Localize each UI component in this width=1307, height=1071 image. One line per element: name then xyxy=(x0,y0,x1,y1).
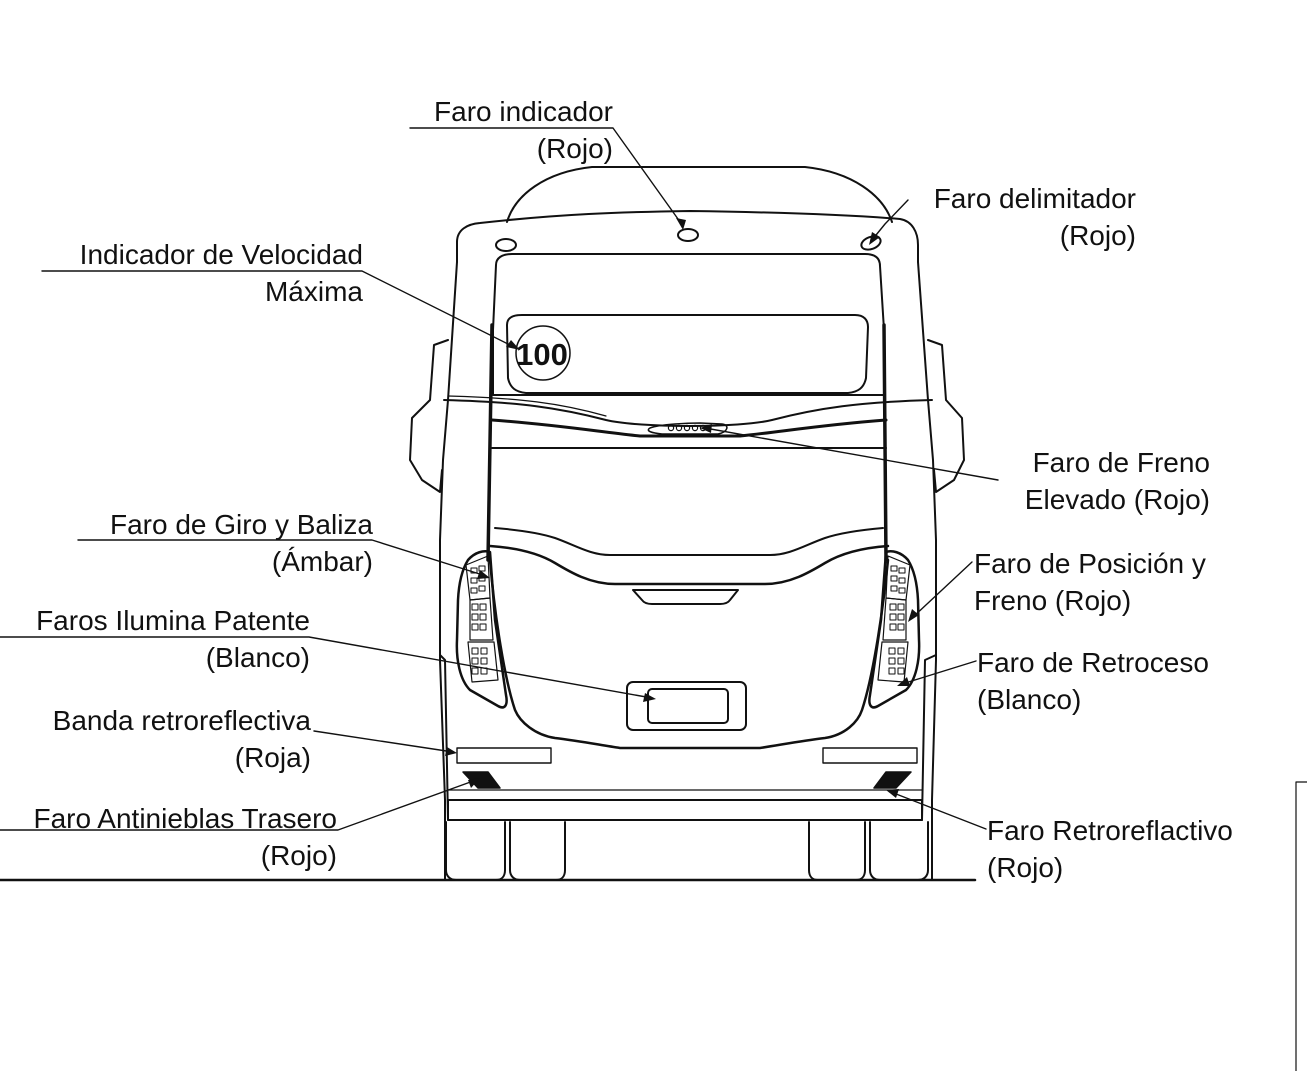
retroreflective-band-right xyxy=(822,747,918,764)
wheel-right-2 xyxy=(869,821,929,881)
tailgate-crease xyxy=(494,527,884,556)
label-posicion-freno: Faro de Posición y Freno (Rojo) xyxy=(974,548,1206,616)
wheel-left-1 xyxy=(445,821,506,881)
label-antinieblas: Faro Antinieblas Trasero (Rojo) xyxy=(33,803,338,871)
tailgate-lower xyxy=(488,558,890,750)
pillar-left xyxy=(486,323,494,562)
indicator-light-center xyxy=(677,228,699,242)
rear-spoiler-edge xyxy=(447,395,607,417)
rear-spoiler xyxy=(443,399,933,427)
label-giro-baliza: Faro de Giro y Baliza (Ámbar) xyxy=(110,509,373,577)
label-faro-indicador: Faro indicador (Rojo) xyxy=(434,96,613,164)
label-freno-elevado: Faro de Freno Elevado (Rojo) xyxy=(1024,447,1210,515)
label-banda-retroreflectiva: Banda retroreflectiva (Roja) xyxy=(52,705,311,773)
frame-edge xyxy=(1295,781,1307,1071)
label-ilumina-patente: Faros Ilumina Patente (Blanco) xyxy=(36,605,310,673)
marker-light-right xyxy=(860,235,882,251)
mirror-left xyxy=(409,339,449,493)
fog-lamp-right xyxy=(873,771,912,789)
leader-lines xyxy=(0,127,999,831)
rear-window-glass xyxy=(506,314,869,394)
marker-light-left xyxy=(495,238,517,252)
speed-limit-sign xyxy=(515,325,571,381)
roof-dome xyxy=(506,166,893,223)
pillar-right xyxy=(882,323,888,562)
label-faro-delimitador: Faro delimitador (Rojo) xyxy=(933,183,1136,251)
wheel-left-2 xyxy=(509,821,566,881)
roof-cap xyxy=(456,210,919,263)
rear-bumper xyxy=(447,799,923,821)
tail-light-right xyxy=(868,550,921,709)
wheel-right-1 xyxy=(808,821,866,881)
body-outline-right xyxy=(917,261,937,881)
retroreflective-band-left xyxy=(456,747,552,764)
label-retroreflactivo: Faro Retroreflactivo (Rojo) xyxy=(987,815,1233,883)
brake-light-strip xyxy=(647,422,728,435)
license-plate xyxy=(647,688,729,724)
speed-limit-value: 100 xyxy=(516,337,568,372)
mirror-right xyxy=(927,339,965,493)
license-plate-recess xyxy=(626,681,747,731)
label-retroceso: Faro de Retroceso (Blanco) xyxy=(977,647,1209,715)
label-indicador-velocidad: Indicador de Velocidad Máxima xyxy=(79,239,363,307)
tail-light-left xyxy=(455,550,508,709)
tailgate-handle xyxy=(632,589,739,605)
rear-window-frame xyxy=(492,253,885,396)
